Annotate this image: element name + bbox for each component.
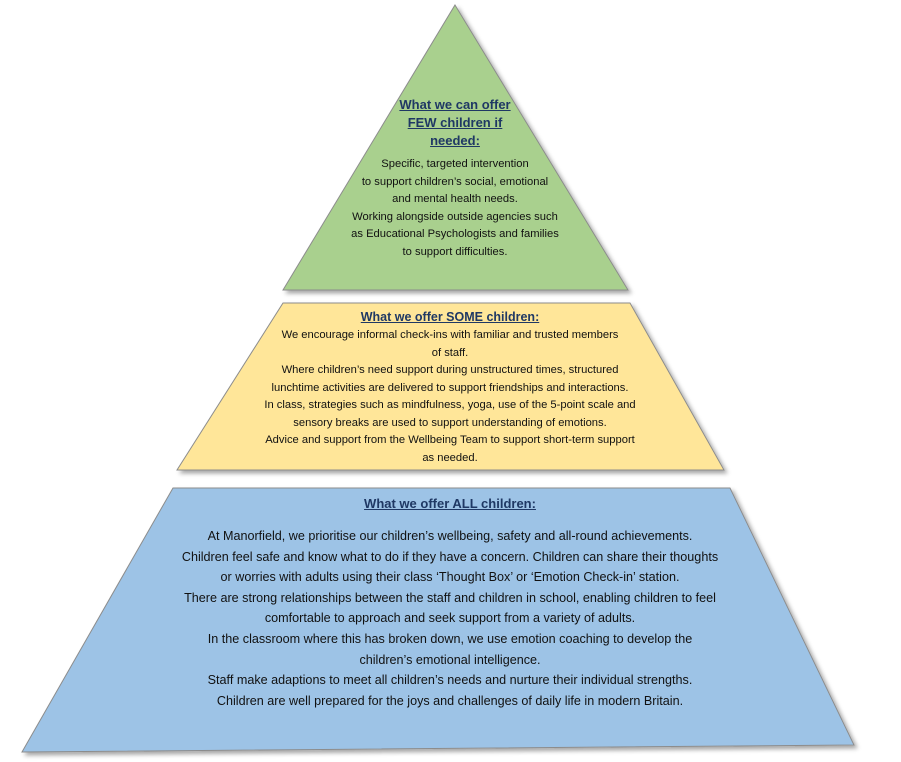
top-tier-text: What we can offer FEW children if needed… bbox=[340, 96, 570, 262]
top-tier-body-line: Specific, targeted intervention bbox=[381, 158, 529, 170]
bottom-tier-heading: What we offer ALL children: bbox=[364, 496, 536, 511]
middle-tier-body: We encourage informal check-ins with fam… bbox=[190, 327, 710, 467]
middle-tier-body-line: lunchtime activities are delivered to su… bbox=[271, 381, 629, 394]
bottom-tier-body-line: children’s emotional intelligence. bbox=[359, 652, 541, 667]
middle-tier-text: What we offer SOME children: We encourag… bbox=[190, 308, 710, 467]
bottom-tier-body-line: Children feel safe and know what to do i… bbox=[181, 549, 719, 564]
bottom-tier-body-line: There are strong relationships between t… bbox=[184, 590, 716, 605]
top-tier-heading: What we can offer FEW children if needed… bbox=[340, 96, 570, 150]
top-tier-body-line: to support children’s social, emotional bbox=[361, 175, 549, 188]
top-tier-body-line: as Educational Psychologists and familie… bbox=[351, 228, 559, 241]
top-tier-heading-line: needed: bbox=[430, 133, 480, 148]
middle-tier-heading: What we offer SOME children: bbox=[360, 310, 540, 324]
top-tier-heading-line: What we can offer bbox=[399, 97, 511, 112]
middle-tier-body-line: Where children’s need support during uns… bbox=[281, 364, 619, 376]
pyramid-middle-tier bbox=[176, 302, 725, 471]
bottom-tier-body: At Manorfield, we prioritise our childre… bbox=[90, 526, 810, 711]
pyramid-top-tier bbox=[282, 4, 629, 291]
bottom-tier-body-line: Children are well prepared for the joys … bbox=[216, 693, 684, 708]
top-tier-heading-line: FEW children if bbox=[407, 115, 503, 130]
middle-tier-body-line: as needed. bbox=[422, 451, 478, 464]
top-tier-body-line: Working alongside outside agencies such bbox=[352, 210, 558, 223]
bottom-tier-body-line: Staff make adaptions to meet all childre… bbox=[207, 673, 693, 688]
top-tier-body-line: and mental health needs. bbox=[392, 193, 518, 206]
bottom-tier-body-line: or worries with adults using their class… bbox=[220, 570, 680, 585]
top-tier-body: Specific, targeted intervention to suppo… bbox=[340, 156, 570, 262]
bottom-tier-text: What we offer ALL children: At Manorfiel… bbox=[90, 494, 810, 711]
middle-tier-body-line: In class, strategies such as mindfulness… bbox=[264, 399, 636, 411]
middle-tier-body-line: We encourage informal check-ins with fam… bbox=[281, 329, 619, 341]
top-tier-body-line: to support difficulties. bbox=[402, 245, 508, 258]
middle-tier-body-line: of staff. bbox=[431, 346, 469, 359]
bottom-tier-body-line: comfortable to approach and seek support… bbox=[264, 611, 636, 626]
bottom-tier-body-line: In the classroom where this has broken d… bbox=[207, 631, 693, 646]
middle-tier-body-line: sensory breaks are used to support under… bbox=[293, 416, 607, 429]
pyramid-bottom-tier bbox=[21, 487, 855, 753]
middle-tier-body-line: Advice and support from the Wellbeing Te… bbox=[265, 434, 635, 446]
bottom-tier-body-line: At Manorfield, we prioritise our childre… bbox=[207, 529, 693, 543]
